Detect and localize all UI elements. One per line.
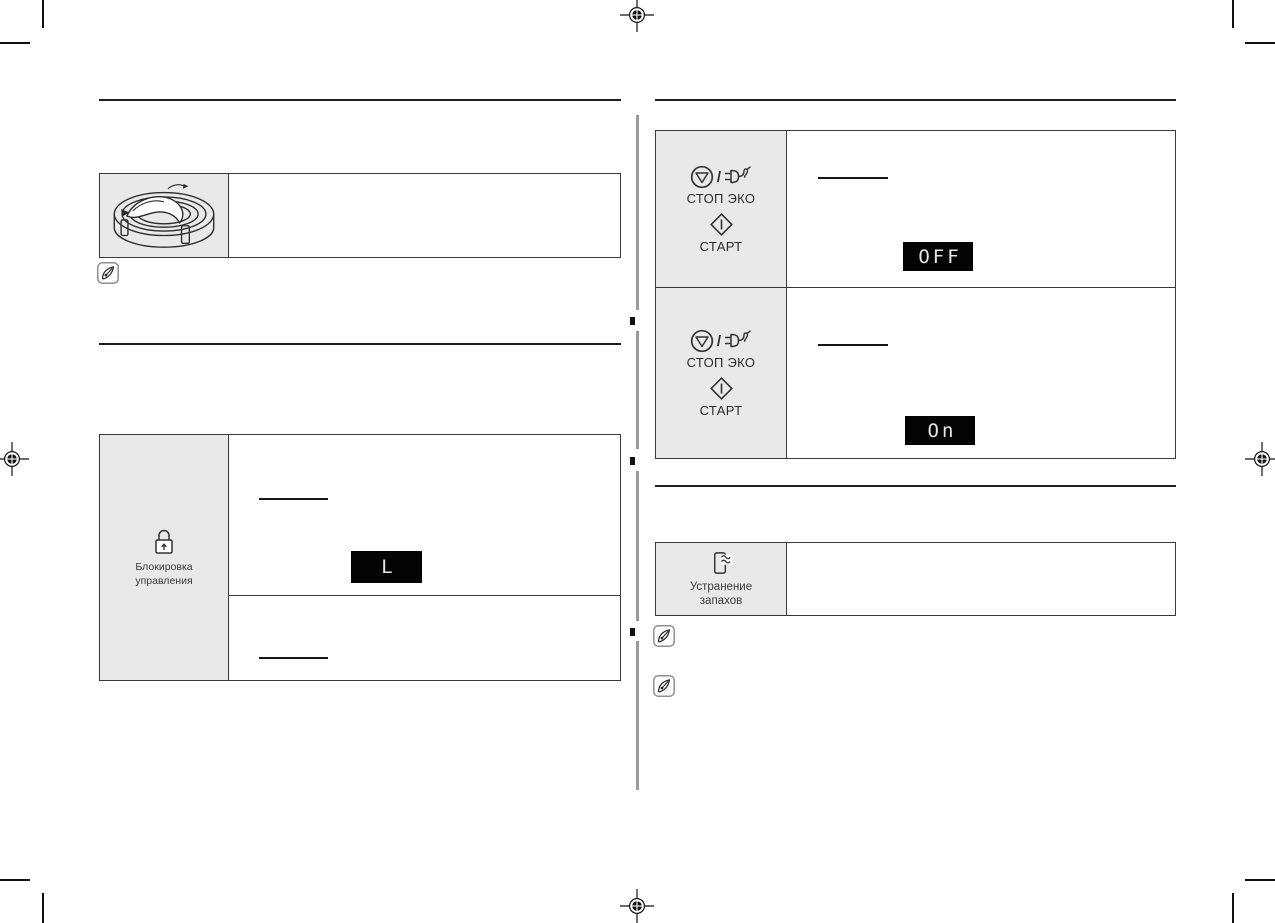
crop-mark-bottom-right-horizontal bbox=[1245, 879, 1275, 881]
eco-plug-icon bbox=[725, 166, 752, 184]
note-pen-icon bbox=[653, 675, 675, 697]
child-lock-table: Блокировка управления bbox=[99, 434, 621, 681]
crop-mark-top-left-horizontal bbox=[0, 42, 30, 44]
start-label: СТАРТ bbox=[699, 402, 743, 418]
heading-underline-mark bbox=[818, 344, 888, 346]
registration-mark-left bbox=[0, 442, 29, 476]
crop-mark-top-right-horizontal bbox=[1245, 42, 1275, 44]
slash-text: / bbox=[716, 168, 722, 186]
registration-mark-right bbox=[1245, 442, 1275, 476]
registration-mark-top bbox=[620, 0, 654, 32]
child-lock-display: L bbox=[351, 551, 422, 583]
stop-icon bbox=[690, 166, 714, 189]
turntable-table bbox=[99, 173, 621, 258]
display-text: OFF bbox=[918, 245, 962, 268]
start-diamond-icon bbox=[709, 212, 733, 236]
crop-mark-top-left-vertical bbox=[42, 0, 44, 28]
door-odor-icon bbox=[714, 551, 733, 574]
column-divider-segment bbox=[636, 641, 639, 790]
crop-mark-bottom-right-vertical bbox=[1232, 893, 1234, 923]
section-rule-left-1 bbox=[99, 99, 621, 101]
crop-mark-top-right-vertical bbox=[1232, 0, 1234, 28]
start-diamond-icon bbox=[709, 376, 733, 400]
eco-plug-icon bbox=[725, 330, 752, 348]
display-text: On bbox=[927, 419, 957, 442]
deodorize-label-line1: Устранение bbox=[689, 580, 753, 593]
stop-icon bbox=[690, 330, 714, 353]
registration-mark-bottom bbox=[620, 889, 654, 923]
column-divider-segment bbox=[636, 115, 639, 310]
column-divider-segment bbox=[636, 331, 639, 449]
stop-eco-label: СТОП ЭКО bbox=[686, 355, 756, 371]
section-rule-left-2 bbox=[99, 343, 621, 345]
column-divider-segment bbox=[636, 471, 639, 621]
start-label: СТАРТ bbox=[699, 238, 743, 254]
fold-mark bbox=[630, 317, 635, 325]
display-text: L bbox=[381, 556, 396, 578]
section-rule-right-2 bbox=[655, 485, 1176, 487]
crop-mark-bottom-left-horizontal bbox=[0, 879, 30, 881]
beeper-table: / СТОП ЭКО СТАРТ bbox=[655, 130, 1176, 459]
turntable-cell bbox=[100, 174, 229, 257]
heading-underline-mark bbox=[259, 498, 328, 500]
deodorize-table: Устранение запахов bbox=[655, 542, 1176, 616]
fold-mark bbox=[630, 457, 635, 465]
stop-eco-label: СТОП ЭКО bbox=[686, 191, 756, 207]
crop-mark-bottom-left-vertical bbox=[42, 893, 44, 923]
roller-ring-drawing-icon bbox=[113, 183, 215, 248]
deodorize-cell: Устранение запахов bbox=[656, 543, 787, 615]
slash-text: / bbox=[716, 332, 722, 350]
child-lock-label-line2: управления bbox=[135, 574, 193, 587]
beeper-off-display: OFF bbox=[903, 242, 973, 271]
stop-eco-cell-row1: / СТОП ЭКО СТАРТ bbox=[656, 131, 787, 287]
beeper-on-display: On bbox=[905, 416, 975, 445]
note-pen-icon bbox=[653, 625, 675, 647]
beeper-row-divider bbox=[656, 287, 1175, 289]
heading-underline-mark bbox=[259, 657, 328, 659]
fold-mark bbox=[630, 628, 635, 636]
child-lock-row-divider bbox=[229, 595, 620, 597]
child-lock-cell: Блокировка управления bbox=[100, 435, 229, 680]
stop-eco-cell-row2: / СТОП ЭКО СТАРТ bbox=[656, 288, 787, 458]
section-rule-right-1 bbox=[655, 99, 1176, 101]
padlock-icon bbox=[155, 529, 173, 554]
heading-underline-mark bbox=[818, 177, 888, 179]
deodorize-label-line2: запахов bbox=[699, 595, 743, 607]
note-pen-icon bbox=[97, 262, 119, 284]
child-lock-label-line1: Блокировка bbox=[135, 560, 193, 573]
